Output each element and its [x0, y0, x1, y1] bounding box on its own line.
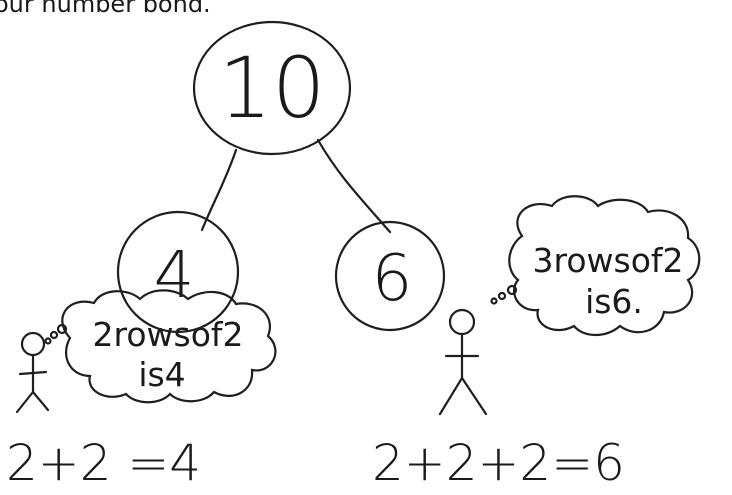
left-thought-line1: 2rowsof2: [92, 315, 243, 354]
right-thought-line2: is6.: [585, 282, 643, 321]
part-value-right: 6: [372, 242, 413, 316]
part-value-left: 4: [154, 239, 195, 313]
right-thought-dot-1: [506, 284, 518, 296]
left-figure-legs: [15, 390, 50, 414]
part-circle-right: [334, 220, 446, 332]
part-node-left: 4: [116, 210, 240, 334]
right-thought-line1: 3rowsof2: [532, 241, 683, 280]
right-thought-dot-2: [497, 291, 507, 301]
left-equation: 2+2 =4: [6, 434, 201, 492]
whole-node: 10: [192, 20, 352, 156]
header-text: our number bond.: [0, 0, 211, 18]
left-figure-arms: [18, 370, 48, 376]
left-thought-line2: is4: [138, 355, 185, 394]
right-thought-dot-3: [490, 297, 498, 305]
right-cloud: [508, 195, 701, 337]
right-thought-bubble: 3rowsof2 is6.: [490, 195, 701, 337]
part-node-right: 6: [334, 220, 446, 332]
left-thought-dot-2: [49, 330, 59, 340]
left-figure-head: [20, 331, 46, 357]
bond-connector-left: [200, 148, 238, 232]
left-thought-dot-1: [56, 323, 68, 335]
right-equation: 2+2+2=6: [372, 434, 625, 492]
right-figure-head: [448, 308, 476, 336]
left-cloud: [61, 289, 277, 404]
right-figure-legs: [438, 376, 488, 416]
left-thought-bubble: 2rowsof2 is4: [44, 289, 277, 404]
whole-circle: [192, 20, 352, 156]
bond-connector-right: [316, 138, 392, 234]
part-circle-left: [116, 210, 240, 334]
left-stick-figure: [15, 331, 50, 414]
left-thought-dot-3: [44, 337, 52, 345]
right-stick-figure: [438, 308, 488, 416]
whole-value: 10: [219, 39, 326, 137]
